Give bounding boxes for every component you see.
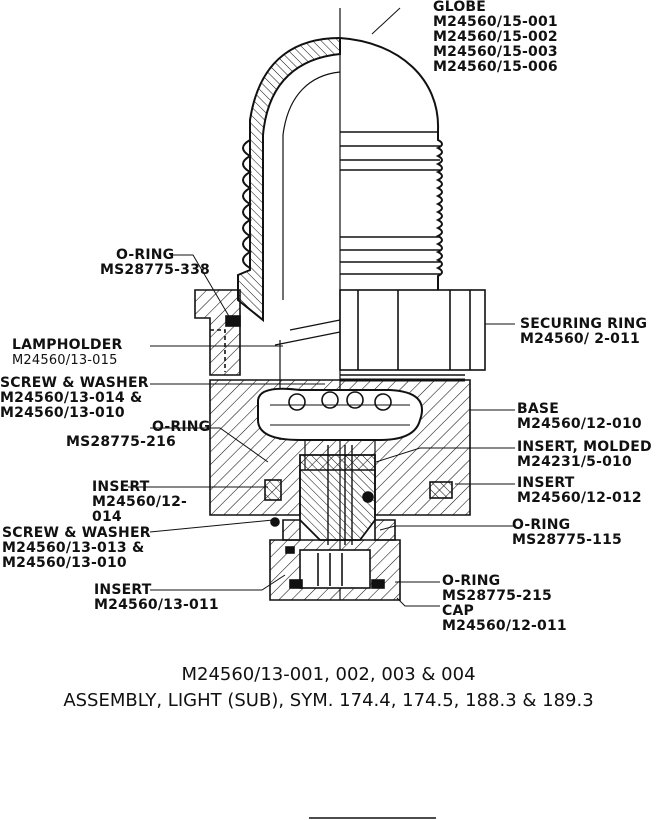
callout-globe-line: GLOBE: [433, 0, 487, 15]
globe-section: [237, 36, 341, 323]
callout-line: M24560/12-012: [517, 490, 642, 506]
callout-line: M24560/12-: [92, 494, 188, 510]
callout-line: CAP: [442, 603, 474, 619]
caption-assembly-title: ASSEMBLY, LIGHT (SUB), SYM. 174.4, 174.5…: [63, 690, 594, 711]
callout-line: O-RING: [152, 419, 211, 435]
left-collar: [194, 289, 241, 376]
callout-line: MS28775-338: [100, 262, 210, 278]
callout-line: INSERT: [94, 582, 152, 598]
callout-line: M24231/5-010: [517, 454, 632, 470]
callout-globe-line: M24560/15-002: [433, 29, 558, 45]
callout-lampholder: LAMPHOLDER M24560/13-015: [12, 337, 123, 369]
callout-line: SCREW & WASHER: [2, 525, 151, 541]
callout-globe-line: M24560/15-003: [433, 44, 558, 60]
callout-line: MS28775-216: [66, 434, 176, 450]
callout-globe-line: M24560/15-006: [433, 59, 558, 75]
callout-line: MS28775-115: [512, 532, 622, 548]
callout-line: M24560/13-010: [2, 555, 127, 571]
callout-oring-215: O-RING MS28775-215: [442, 574, 552, 604]
threaded-inserts: [264, 479, 453, 527]
callout-line: O-RING: [116, 247, 175, 263]
callout-cap: CAP M24560/12-011: [442, 604, 567, 634]
callout-line: M24560/12-011: [442, 618, 567, 634]
callout-line: M24560/13-014 &: [0, 390, 143, 406]
callout-line: M24560/12-010: [517, 416, 642, 432]
securing-ring: [339, 289, 486, 382]
leader-lines: [128, 7, 515, 607]
callout-line: 014: [92, 509, 122, 525]
callout-line: INSERT: [517, 475, 575, 491]
callout-line: SCREW & WASHER: [0, 375, 149, 391]
callout-line: BASE: [517, 401, 559, 417]
callout-insert-right: INSERT M24560/12-012: [517, 476, 642, 506]
callout-line: M24560/13-010: [0, 405, 125, 421]
callout-globe: GLOBE M24560/15-001 M24560/15-002 M24560…: [433, 0, 558, 75]
callout-line: O-RING: [512, 517, 571, 533]
callout-oring-115: O-RING MS28775-115: [512, 518, 622, 548]
callout-securing-ring: SECURING RING M24560/ 2-011: [520, 317, 647, 347]
callout-insert-011: INSERT M24560/13-011: [94, 583, 219, 613]
callout-line: M24560/13-011: [94, 597, 219, 613]
callout-globe-line: M24560/15-001: [433, 14, 558, 30]
callout-oring-338: O-RING MS28775-338: [100, 247, 210, 278]
callout-line: SECURING RING: [520, 316, 648, 332]
callout-line: LAMPHOLDER: [12, 337, 123, 353]
globe-exterior: [339, 37, 443, 290]
callout-line: M24560/13-013 &: [2, 540, 145, 556]
callout-base: BASE M24560/12-010: [517, 402, 642, 432]
callout-line: INSERT: [92, 479, 150, 495]
callout-screw-washer-bottom: SCREW & WASHER M24560/13-013 & M24560/13…: [2, 526, 151, 571]
callout-insert-left: INSERT M24560/12- 014: [92, 480, 187, 525]
callout-line: M24560/ 2-011: [520, 331, 641, 347]
callout-insert-molded: INSERT, MOLDED M24231/5-010: [517, 440, 652, 470]
callout-screw-washer-top: SCREW & WASHER M24560/13-014 & M24560/13…: [0, 376, 149, 421]
callout-line: INSERT, MOLDED: [517, 439, 652, 455]
callout-line: O-RING: [442, 573, 501, 589]
callout-line: MS28775-215: [442, 588, 552, 604]
caption-part-number: M24560/13-001, 002, 003 & 004: [181, 664, 476, 685]
callout-oring-216: O-RING MS28775-216: [66, 420, 210, 450]
cap-section: [269, 539, 401, 601]
callout-line: M24560/13-015: [12, 353, 118, 368]
